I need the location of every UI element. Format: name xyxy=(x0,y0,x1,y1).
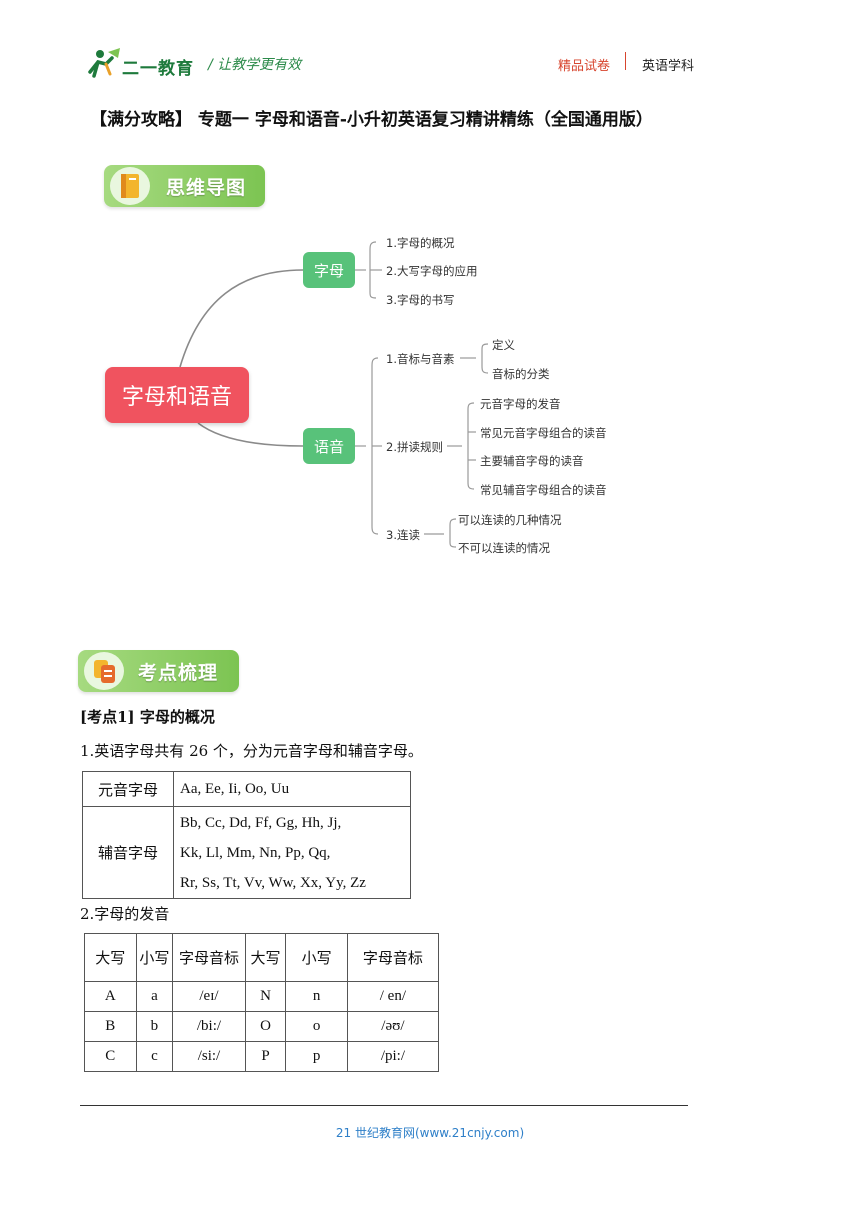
letters-table: 元音字母 Aa, Ee, Ii, Oo, Uu 辅音字母 Bb, Cc, Dd,… xyxy=(82,771,411,899)
mindmap-leaf: 3.字母的书写 xyxy=(386,293,455,307)
mindmap-root: 字母和语音 xyxy=(105,367,249,423)
mindmap-leaf: 主要辅音字母的读音 xyxy=(480,454,584,468)
logo-text: 二一教育 xyxy=(122,59,194,79)
table-cell: /əʊ/ xyxy=(346,1011,440,1042)
table-row: A a /eɪ/ N n / en/ xyxy=(84,981,440,1012)
consonant-line: Rr, Ss, Tt, Vv, Ww, Xx, Yy, Zz xyxy=(180,874,366,891)
table-cell: / en/ xyxy=(346,981,440,1012)
table-cell-value: Bb, Cc, Dd, Ff, Gg, Hh, Jj, Kk, Ll, Mm, … xyxy=(173,806,411,899)
mindmap-leaf: 定义 xyxy=(492,338,515,352)
mindmap-sub-spelling: 2.拼读规则 xyxy=(386,440,443,454)
table-cell-label: 元音字母 xyxy=(82,771,174,807)
table-cell: /si:/ xyxy=(172,1041,246,1072)
table-header-cell: 大写 xyxy=(84,933,137,982)
mindmap-branch-phonics: 语音 xyxy=(303,428,355,464)
logo xyxy=(84,48,194,80)
footer-divider xyxy=(80,1105,688,1106)
table-cell: p xyxy=(285,1041,348,1072)
paragraph-pronunciation: 2.字母的发音 xyxy=(80,905,170,923)
table-header-cell: 小写 xyxy=(135,933,174,982)
mindmap-leaf: 2.大写字母的应用 xyxy=(386,264,478,278)
footer-link[interactable]: 21 世纪教育网(www.21cnjy.com) xyxy=(335,1126,525,1140)
table-header-row: 大写 小写 字母音标 大写 小写 字母音标 xyxy=(84,933,440,982)
table-header-cell: 字母音标 xyxy=(346,933,440,982)
mindmap-leaf: 1.字母的概况 xyxy=(386,236,455,250)
table-cell: a xyxy=(135,981,174,1012)
table-row: 辅音字母 Bb, Cc, Dd, Ff, Gg, Hh, Jj, Kk, Ll,… xyxy=(82,806,411,899)
table-cell: n xyxy=(285,981,348,1012)
table-row: 元音字母 Aa, Ee, Ii, Oo, Uu xyxy=(82,771,411,807)
table-cell: O xyxy=(244,1011,287,1042)
table-header-cell: 大写 xyxy=(244,933,287,982)
table-cell: C xyxy=(84,1041,137,1072)
table-cell: /bi:/ xyxy=(172,1011,246,1042)
header-category: 精品试卷 xyxy=(558,59,611,74)
mindmap-sub-phonetic: 1.音标与音素 xyxy=(386,352,455,366)
header-subject: 英语学科 xyxy=(642,59,695,74)
table-cell: /pi:/ xyxy=(346,1041,440,1072)
table-cell: N xyxy=(244,981,287,1012)
consonant-line: Bb, Cc, Dd, Ff, Gg, Hh, Jj, xyxy=(180,814,342,831)
book-icon xyxy=(110,167,150,205)
slogan: / 让教学更有效 xyxy=(208,57,302,73)
table-cell: B xyxy=(84,1011,137,1042)
document-title: 【满分攻略】 专题一 字母和语音-小升初英语复习精讲精练（全国通用版） xyxy=(90,110,653,130)
mindmap-leaf: 音标的分类 xyxy=(492,367,550,381)
table-cell: o xyxy=(285,1011,348,1042)
table-cell: A xyxy=(84,981,137,1012)
notes-icon xyxy=(84,652,124,690)
table-cell: c xyxy=(135,1041,174,1072)
mindmap-leaf: 常见辅音字母组合的读音 xyxy=(480,483,607,497)
mindmap-branch-letters: 字母 xyxy=(303,252,355,288)
points-banner-label: 考点梳理 xyxy=(138,662,219,684)
mindmap-banner-label: 思维导图 xyxy=(166,177,247,199)
runner-logo-icon xyxy=(88,48,120,78)
consonant-line: Kk, Ll, Mm, Nn, Pp, Qq, xyxy=(180,844,331,861)
mindmap-leaf: 不可以连读的情况 xyxy=(458,541,550,555)
table-cell: b xyxy=(135,1011,174,1042)
mindmap-banner: 思维导图 xyxy=(104,165,265,207)
table-header-cell: 字母音标 xyxy=(172,933,246,982)
paragraph-letters-count: 1.英语字母共有 26 个，分为元音字母和辅音字母。 xyxy=(80,742,423,760)
mindmap-leaf: 可以连读的几种情况 xyxy=(458,513,562,527)
table-cell: /eɪ/ xyxy=(172,981,246,1012)
mindmap-connectors xyxy=(179,241,489,548)
mindmap-leaf: 常见元音字母组合的读音 xyxy=(480,426,607,440)
table-header-cell: 小写 xyxy=(285,933,348,982)
table-cell-value: Aa, Ee, Ii, Oo, Uu xyxy=(173,771,411,807)
pronunciation-table: 大写 小写 字母音标 大写 小写 字母音标 A a /eɪ/ N n / en/… xyxy=(84,933,440,1072)
points-banner: 考点梳理 xyxy=(78,650,239,692)
table-cell: P xyxy=(244,1041,287,1072)
mindmap-leaf: 元音字母的发音 xyxy=(480,397,561,411)
section-title: [考点1] 字母的概况 xyxy=(80,708,215,726)
mindmap-sub-linking: 3.连读 xyxy=(386,528,420,542)
table-row: C c /si:/ P p /pi:/ xyxy=(84,1041,440,1072)
table-row: B b /bi:/ O o /əʊ/ xyxy=(84,1011,440,1042)
header-divider xyxy=(625,52,626,70)
table-cell-label: 辅音字母 xyxy=(82,806,174,899)
